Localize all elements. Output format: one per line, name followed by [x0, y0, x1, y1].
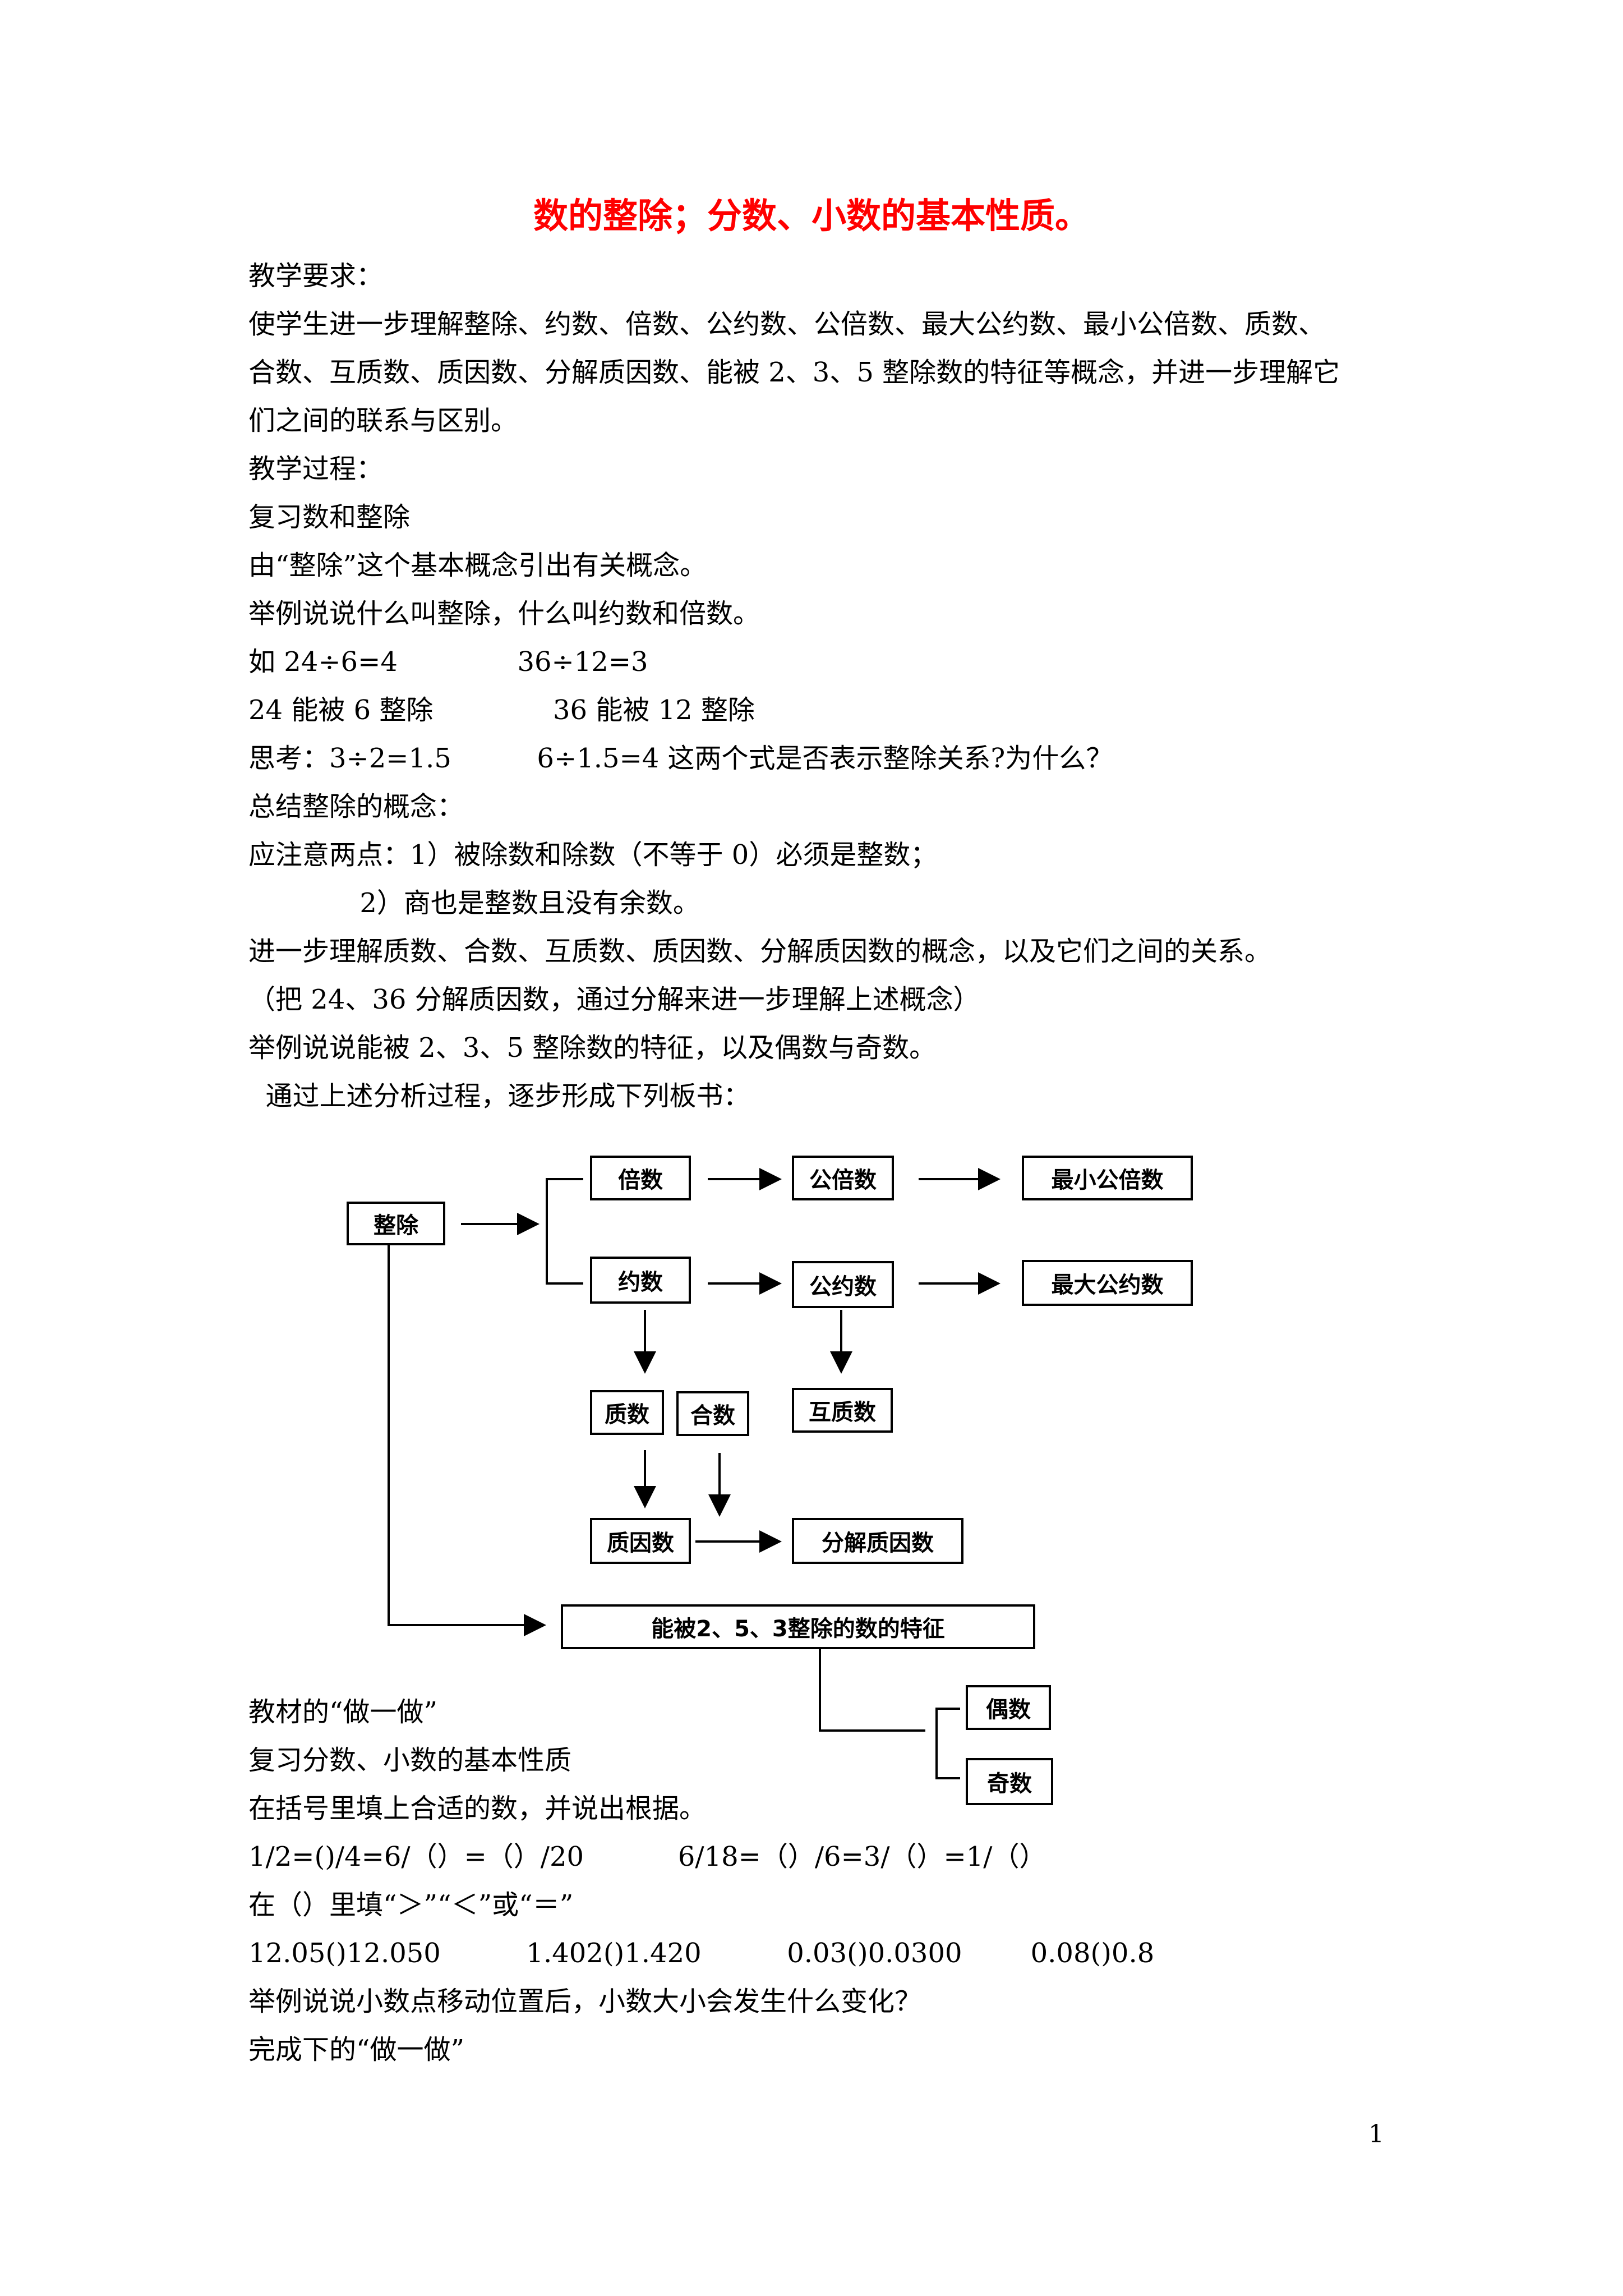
text-line: 由“整除”这个基本概念引出有关概念。	[248, 550, 707, 581]
text-line: 总结整除的概念：	[248, 791, 464, 822]
node-yueshu: 约数	[590, 1257, 691, 1304]
text-line: 们之间的联系与区别。	[248, 405, 518, 436]
text-line: 在括号里填上合适的数，并说出根据。	[248, 1793, 707, 1824]
node-huzhishu: 互质数	[792, 1388, 893, 1433]
connector-tezheng-bracket	[819, 1646, 925, 1732]
node-jishu: 奇数	[966, 1758, 1053, 1805]
text-line: 复习数和整除	[248, 501, 411, 533]
text-line: 通过上述分析过程，逐步形成下列板书：	[248, 1080, 750, 1112]
text-line: 应注意两点：1）被除数和除数（不等于 0）必须是整数；	[248, 839, 938, 871]
page-number: 1	[1368, 2120, 1384, 2148]
node-oushu: 偶数	[966, 1685, 1051, 1730]
node-gongyueshu: 公约数	[792, 1261, 894, 1308]
text-line: （把 24、36 分解质因数，通过分解来进一步理解上述概念）	[248, 984, 980, 1015]
node-zhiyinshu: 质因数	[590, 1518, 691, 1564]
node-beishu: 倍数	[590, 1156, 691, 1200]
node-zhishu: 质数	[590, 1390, 664, 1435]
text-line: 进一步理解质数、合数、互质数、质因数、分解质因数的概念，以及它们之间的关系。	[248, 936, 1272, 967]
text-line: 思考：3÷2=1.5 6÷1.5=4 这两个式是否表示整除关系?为什么？	[248, 743, 1113, 774]
text-line: 使学生进一步理解整除、约数、倍数、公约数、公倍数、最大公约数、最小公倍数、质数、	[248, 309, 1326, 340]
text-line: 举例说说小数点移动位置后，小数大小会发生什么变化？	[248, 1986, 922, 2017]
text-line: 举例说说什么叫整除，什么叫约数和倍数。	[248, 598, 760, 629]
text-line: 教学过程：	[248, 453, 384, 485]
text-line: 复习分数、小数的基本性质	[248, 1745, 572, 1776]
bracket-beishu-yueshu	[546, 1178, 583, 1285]
bracket-oushu-jishu	[935, 1708, 960, 1779]
node-zuixiao-gongbeishu: 最小公倍数	[1022, 1156, 1193, 1200]
node-fenjie-zhiyinshu: 分解质因数	[792, 1518, 963, 1564]
text-line: 完成下的“做一做”	[248, 2034, 465, 2065]
node-zuida-gongyueshu: 最大公约数	[1022, 1260, 1193, 1306]
text-line: 合数、互质数、质因数、分解质因数、能被 2、3、5 整除数的特征等概念，并进一步…	[248, 357, 1340, 388]
document-title: 数的整除；分数、小数的基本性质。	[533, 195, 1090, 236]
text-line: 举例说说能被 2、3、5 整除数的特征，以及偶数与奇数。	[248, 1032, 937, 1064]
text-line: 在（）里填“＞”“＜”或“＝”	[248, 1889, 574, 1921]
text-line: 2）商也是整数且没有余数。	[248, 887, 700, 919]
arrow-zhengchu-tezheng	[388, 1243, 546, 1636]
text-line: 12.05()12.050 1.402()1.420 0.03()0.0300 …	[248, 1938, 1155, 1969]
text-line: 如 24÷6=4 36÷12=3	[248, 646, 648, 678]
text-line: 教材的“做一做”	[248, 1696, 438, 1728]
text-line: 教学要求：	[248, 260, 384, 292]
text-line: 24 能被 6 整除 36 能被 12 整除	[248, 694, 755, 726]
node-zhengchu: 整除	[347, 1202, 445, 1245]
text-line: 1/2=()/4=6/（）=（）/20 6/18=（）/6=3/（）=1/（）	[248, 1841, 1046, 1872]
node-tezheng: 能被2、5、3整除的数的特征	[561, 1604, 1035, 1649]
node-heshu: 合数	[676, 1391, 749, 1436]
node-gongbeishu: 公倍数	[792, 1156, 894, 1200]
